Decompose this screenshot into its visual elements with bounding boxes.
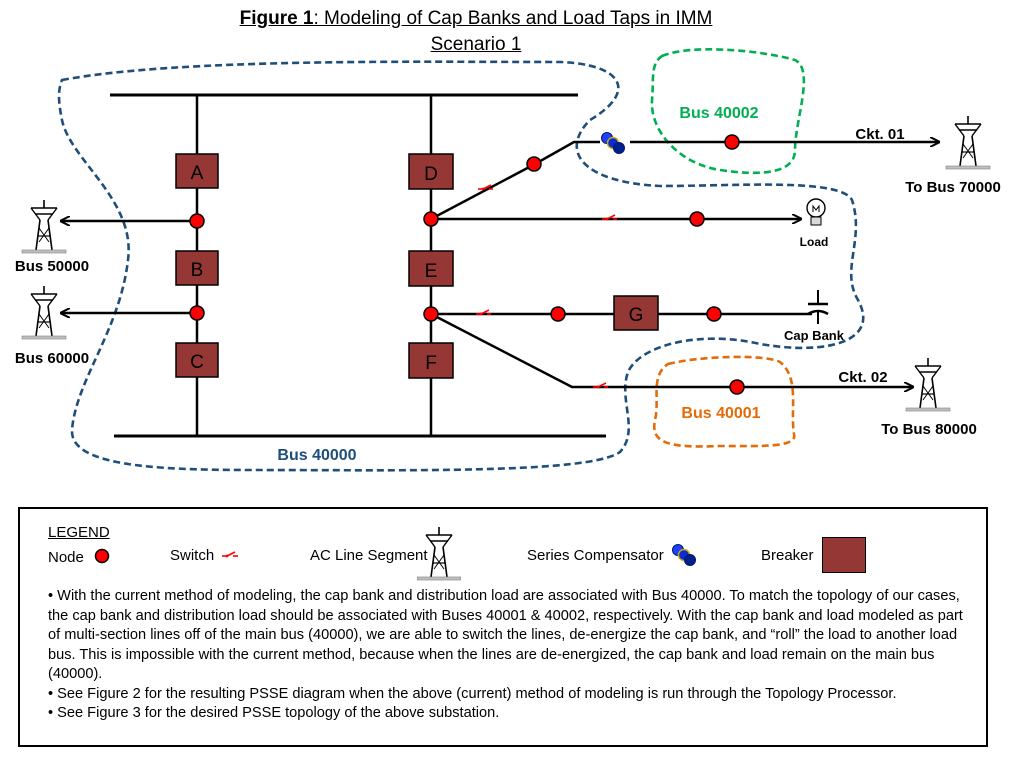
tower-bus-70000-icon: [945, 115, 991, 170]
bus-50000-label: Bus 50000: [15, 258, 89, 275]
note-1: • With the current method of modeling, t…: [48, 588, 963, 682]
breaker-g: G: [613, 295, 659, 331]
ckt-01-label: Ckt. 01: [855, 126, 904, 143]
breaker-a: A: [175, 153, 219, 189]
figure-title-text: : Modeling of Cap Banks and Load Taps in…: [313, 8, 713, 29]
cap-bank-icon: [807, 290, 829, 324]
cap-bank-label: Cap Bank: [784, 328, 845, 343]
node-icon: [94, 548, 110, 564]
line-ckt-02: [430, 312, 912, 387]
figure-label: Figure 1: [239, 8, 314, 29]
legend-series-compensator: Series Compensator: [527, 547, 664, 564]
note-2: • See Figure 2 for the resulting PSSE di…: [48, 685, 897, 702]
node-ckt-02-bus-40001: [729, 379, 745, 395]
bus-40001-zone: [652, 355, 796, 448]
bus-40002-zone: [650, 48, 806, 175]
legend-ac-line-label: AC Line Segment: [310, 547, 428, 564]
legend-node: Node: [48, 547, 112, 566]
load-label: Load: [800, 235, 829, 249]
legend-ac-line: AC Line Segment: [310, 547, 428, 564]
tower-bus-60000-icon: [21, 285, 67, 340]
node-ckt-01-inner: [526, 156, 542, 172]
one-line-diagram: A B C D E F G Load: [15, 48, 1001, 472]
breaker-f: F: [408, 342, 454, 379]
svg-text:B: B: [191, 260, 204, 281]
legend-panel: LEGEND Node Switch AC Line Segment Serie…: [18, 507, 988, 747]
legend-breaker: Breaker: [761, 547, 814, 564]
bus-40002-label: Bus 40002: [679, 105, 758, 122]
node-cap-line-2: [706, 306, 722, 322]
to-bus-80000-label: To Bus 80000: [881, 421, 977, 438]
node-load: [689, 211, 705, 227]
node-e-f: [423, 306, 439, 322]
breaker-c: C: [175, 342, 219, 378]
legend-node-label: Node: [48, 549, 84, 566]
node-a-b: [189, 213, 205, 229]
tower-bus-50000-icon: [21, 199, 67, 254]
breaker-legend-icon: [822, 537, 866, 573]
node-b-c: [189, 305, 205, 321]
node-d-e: [423, 211, 439, 227]
node-ckt-01-bus-40002: [724, 134, 740, 150]
svg-text:D: D: [424, 164, 438, 185]
legend-switch-label: Switch: [170, 547, 215, 564]
svg-text:C: C: [190, 352, 204, 373]
bus-60000-label: Bus 60000: [15, 350, 89, 367]
breaker-e: E: [408, 250, 454, 287]
bus-40000-label: Bus 40000: [277, 447, 356, 464]
switch-icon: [222, 551, 239, 558]
legend-series-compensator-label: Series Compensator: [527, 547, 664, 564]
node-cap-line-1: [550, 306, 566, 322]
svg-text:F: F: [425, 353, 437, 374]
load-bulb-icon: [806, 198, 826, 226]
legend-notes: • With the current method of modeling, t…: [48, 587, 973, 724]
series-compensator-legend-icon: [671, 543, 697, 567]
svg-text:A: A: [191, 163, 204, 184]
series-compensator-icon: [600, 131, 626, 155]
legend-title: LEGEND: [48, 524, 110, 541]
note-3: • See Figure 3 for the desired PSSE topo…: [48, 705, 500, 721]
legend-breaker-label: Breaker: [761, 547, 814, 564]
to-bus-70000-label: To Bus 70000: [905, 179, 1001, 196]
ac-line-tower-icon: [417, 526, 461, 581]
tower-bus-80000-icon: [905, 357, 951, 412]
ckt-02-label: Ckt. 02: [838, 369, 887, 386]
bus-40001-label: Bus 40001: [681, 405, 760, 422]
svg-text:E: E: [425, 261, 438, 282]
svg-text:G: G: [629, 305, 644, 326]
figure-title: Figure 1: Modeling of Cap Banks and Load…: [0, 6, 952, 58]
line-ckt-01: [430, 140, 600, 221]
breaker-b: B: [175, 250, 219, 286]
bus-40000-zone: [57, 60, 865, 472]
figure-subtitle: Scenario 1: [430, 34, 522, 55]
breaker-d: D: [408, 153, 454, 190]
legend-switch: Switch: [170, 547, 240, 564]
